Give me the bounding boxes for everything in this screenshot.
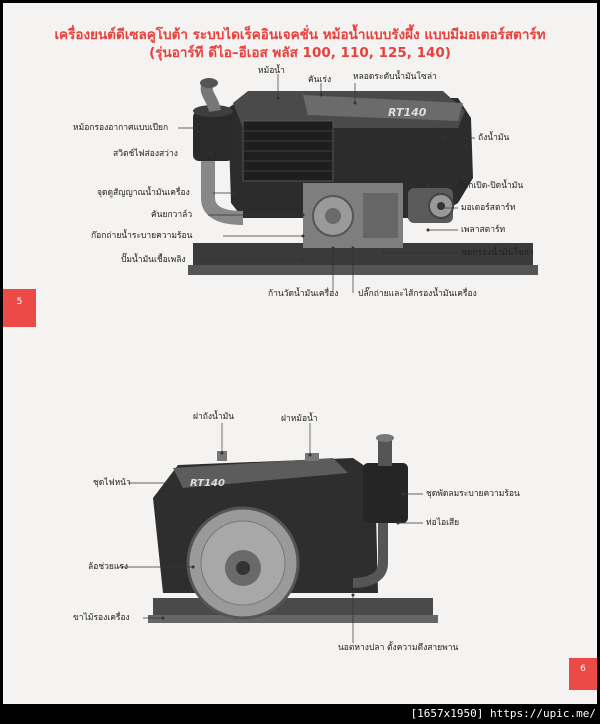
engine-illustrations: RT140 xyxy=(118,74,538,643)
label-wooden-base: ขาไม้รองเครื่อง xyxy=(73,613,130,623)
label-cooling-fan-set: ชุดพัดลมระบายความร้อน xyxy=(426,489,520,499)
label-starter-motor: มอเตอร์สตาร์ท xyxy=(461,203,516,213)
label-radiator: หม้อน้ำ xyxy=(258,66,285,76)
label-fuel-level-tube: หลอดระดับน้ำมันโซล่า xyxy=(353,72,437,82)
label-radiator-cap: ฝาหม้อน้ำ xyxy=(281,414,318,424)
footer-caption: [1657x1950] https://upic.me/ xyxy=(410,707,596,720)
label-decompression-lever: คันยกวาล์ว xyxy=(151,210,193,220)
image-host-footer: [1657x1950] https://upic.me/ xyxy=(0,704,600,724)
label-starter-pulley: เพลาสตาร์ท xyxy=(461,225,506,235)
page-title: เครื่องยนต์ดีเซลคูโบต้า ระบบไดเร็คอินเจค… xyxy=(54,27,546,43)
label-fuel-filter: ชุดกรองน้ำมันโซล่า xyxy=(461,248,534,258)
engine-1-model-badge: RT140 xyxy=(388,106,427,119)
label-headlight-set: ชุดไฟหน้า xyxy=(93,478,131,488)
label-oil-pressure-indicator: จุดดูสัญญาณน้ำมันเครื่อง xyxy=(97,188,190,198)
engine-2-muffler xyxy=(363,463,408,523)
engine-2-model-badge: RT140 xyxy=(190,478,225,489)
label-drain-cock: ก๊อกถ่ายน้ำระบายความร้อน xyxy=(91,231,193,241)
engine-1-drawing: RT140 xyxy=(188,78,538,275)
page-number-left: 5 xyxy=(3,289,36,327)
label-fuel-tank: ถังน้ำมัน xyxy=(478,133,510,143)
label-dipstick: ก้านวัดน้ำมันเครื่อง xyxy=(268,289,339,299)
label-tension-bolt: นอตหางปลา ตั้งความตึงสายพาน xyxy=(338,643,459,653)
label-fuel-pump: ปั๊มน้ำมันเชื้อเพลิง xyxy=(121,255,186,265)
engine-1-air-filter xyxy=(193,111,233,161)
label-fuel-tank-cap: ฝาถังน้ำมัน xyxy=(193,412,235,422)
label-fuel-cock: ก๊อกเปิด-ปิดน้ำมัน xyxy=(458,181,524,191)
page-number-right: 6 xyxy=(569,658,597,690)
engine-2-leaders xyxy=(118,423,423,643)
label-muffler: ท่อไอเสีย xyxy=(426,518,460,528)
engine-1-leaders xyxy=(178,74,475,293)
manual-page: เครื่องยนต์ดีเซลคูโบต้า ระบบไดเร็คอินเจค… xyxy=(3,3,597,704)
page-subtitle: (รุ่นอาร์ที ดีไอ–อีเอส พลัส 100, 110, 12… xyxy=(149,45,451,61)
label-wet-air-filter: หม้อกรองอากาศแบบเปียก xyxy=(73,123,169,133)
label-flywheel: ล้อช่วยแรง xyxy=(88,562,129,572)
label-throttle-lever: คันเร่ง xyxy=(308,75,332,85)
label-drain-plug-oil-strainer: ปลั๊กถ่ายและไส้กรองน้ำมันเครื่อง xyxy=(358,289,477,299)
engine-2-fuel-tank xyxy=(173,458,348,488)
engine-2-drawing: RT140 xyxy=(148,434,438,623)
label-light-switch: สวิตช์ไฟส่องสว่าง xyxy=(113,149,178,159)
